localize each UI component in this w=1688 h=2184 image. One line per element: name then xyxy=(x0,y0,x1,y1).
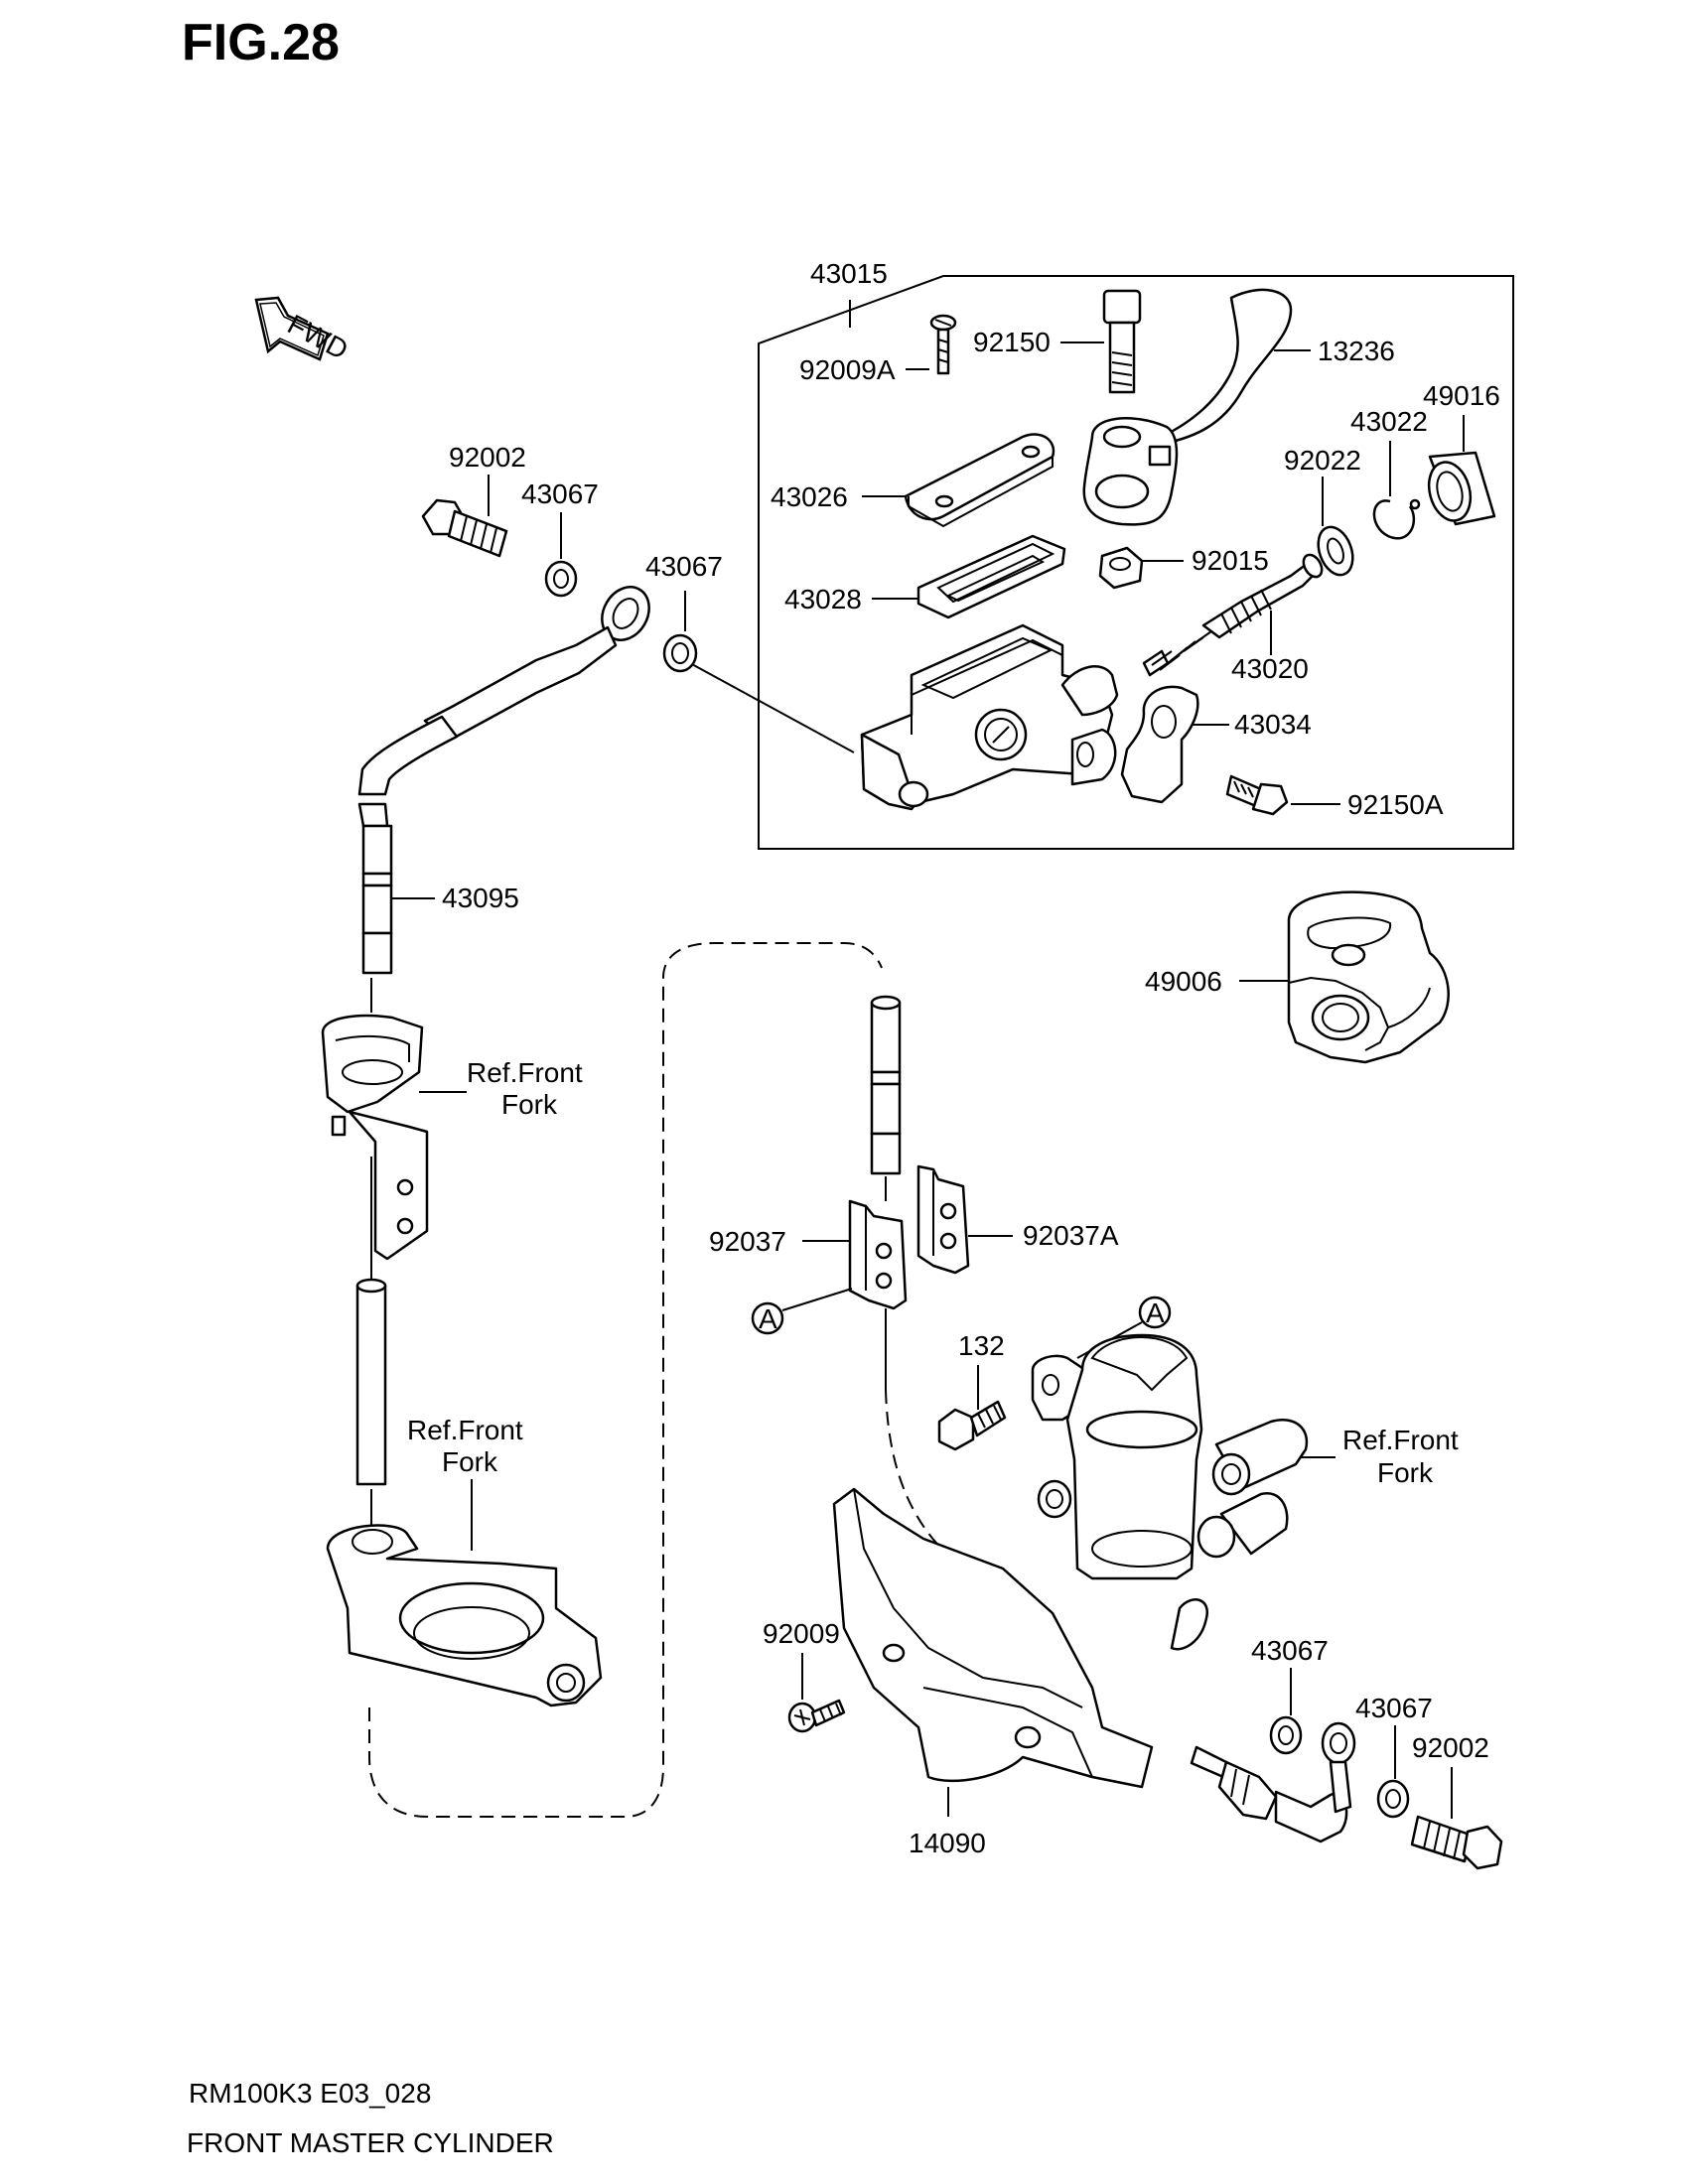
figure-caption: FRONT MASTER CYLINDER xyxy=(187,2127,554,2158)
brake-hose-43095 xyxy=(357,586,650,975)
part-92009A-label: 92009A xyxy=(799,354,896,385)
model-code: RM100K3 E03_028 xyxy=(189,2078,431,2109)
part-13236-label: 13236 xyxy=(1318,336,1395,366)
master-cylinder-body xyxy=(860,623,1119,811)
brake-lever-13236 xyxy=(1082,288,1293,526)
part-14090-label: 14090 xyxy=(909,1828,986,1858)
part-132-label: 132 xyxy=(958,1330,1005,1361)
ref-fork-2-line1: Ref.Front xyxy=(407,1415,523,1445)
svg-text:A: A xyxy=(759,1303,777,1334)
diaphragm-43028 xyxy=(916,534,1066,619)
bolt-92150A xyxy=(1225,774,1289,816)
part-43015-label: 43015 xyxy=(810,258,888,289)
part-92150A-label: 92150A xyxy=(1347,789,1444,820)
assembly-box xyxy=(758,275,1514,850)
part-92009-label: 92009 xyxy=(763,1618,840,1649)
lower-banjo-fitting xyxy=(1190,1721,1356,1843)
brake-hose-lower-left xyxy=(355,1278,387,1486)
nut-92015 xyxy=(1098,546,1144,590)
clip-92037 xyxy=(848,1199,908,1310)
part-92002-top-label: 92002 xyxy=(449,442,526,473)
screw-92009 xyxy=(787,1699,846,1733)
part-43028-label: 43028 xyxy=(784,584,862,614)
ref-fork-3-line2: Fork xyxy=(1377,1457,1434,1488)
circlip-43022 xyxy=(1372,498,1421,540)
brake-hose-right xyxy=(870,995,902,1175)
pivot-bolt-92150 xyxy=(1102,289,1142,394)
ref-fork-2-line2: Fork xyxy=(442,1446,498,1477)
washer-43067-bottom-1 xyxy=(1269,1715,1303,1755)
hose-routing-dashed-line xyxy=(368,942,883,1818)
figure-title: FIG.28 xyxy=(182,14,340,71)
part-43067-bottom-1-label: 43067 xyxy=(1251,1635,1329,1666)
part-49006-label: 49006 xyxy=(1145,966,1222,997)
part-43067-top-left-label: 43067 xyxy=(521,478,599,509)
part-92037-label: 92037 xyxy=(709,1226,786,1257)
ref-fork-3-line1: Ref.Front xyxy=(1342,1425,1459,1455)
clamp-43034 xyxy=(1120,685,1199,804)
part-43034-label: 43034 xyxy=(1234,709,1312,740)
washer-43067-top-mid xyxy=(662,633,698,673)
bolt-132 xyxy=(937,1400,1007,1451)
part-43067-bottom-2-label: 43067 xyxy=(1355,1693,1433,1723)
left-hose-clamp xyxy=(321,1014,429,1261)
svg-text:A: A xyxy=(1146,1297,1165,1328)
ref-fork-1-line2: Fork xyxy=(501,1089,558,1120)
washer-92022 xyxy=(1317,525,1354,577)
clip-92037A xyxy=(916,1164,970,1275)
piston-spring-43020 xyxy=(1142,553,1324,677)
marker-a-right: A xyxy=(1138,1296,1172,1329)
part-43026-label: 43026 xyxy=(771,481,848,512)
screw-92009A xyxy=(929,314,957,375)
part-92150-label: 92150 xyxy=(973,327,1051,357)
reservoir-cap-43026 xyxy=(904,433,1055,528)
part-43095-label: 43095 xyxy=(442,883,519,913)
part-92022-label: 92022 xyxy=(1284,445,1361,476)
part-43067-top-mid-label: 43067 xyxy=(645,551,723,582)
washer-43067-bottom-2 xyxy=(1376,1779,1410,1819)
fwd-arrow-icon: FWD xyxy=(254,296,353,365)
part-49016-label: 49016 xyxy=(1423,380,1500,411)
part-92015-label: 92015 xyxy=(1192,545,1269,576)
part-43020-label: 43020 xyxy=(1231,653,1309,684)
lever-cover-49006 xyxy=(1287,890,1450,1064)
part-92002-bottom-label: 92002 xyxy=(1412,1732,1489,1763)
part-43022-label: 43022 xyxy=(1350,406,1428,437)
washer-43067-top-left xyxy=(544,560,578,598)
disc-guard-14090 xyxy=(832,1487,1154,1789)
banjo-bolt-92002-bottom xyxy=(1410,1815,1503,1870)
marker-a-left: A xyxy=(751,1301,784,1335)
cover-49016 xyxy=(1427,451,1496,526)
brake-caliper xyxy=(1031,1333,1309,1651)
banjo-bolt-92002-top xyxy=(421,498,508,558)
part-92037A-label: 92037A xyxy=(1023,1220,1119,1251)
left-fork-clamp xyxy=(326,1524,603,1707)
ref-fork-1-line1: Ref.Front xyxy=(467,1057,583,1088)
